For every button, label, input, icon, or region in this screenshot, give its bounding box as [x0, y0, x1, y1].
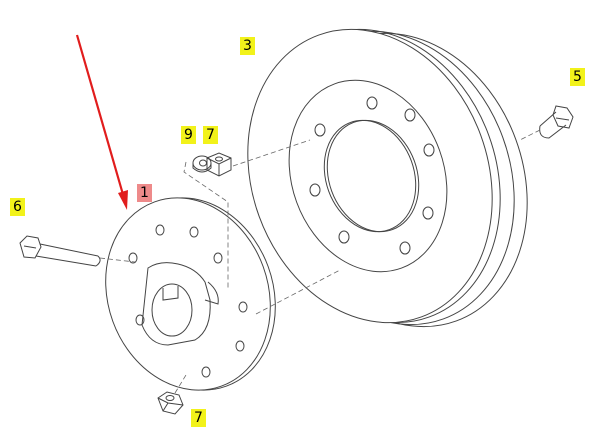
long-bolt-drawing — [19, 235, 101, 267]
pointer-arrow — [75, 34, 128, 210]
callout-part-6: 6 — [10, 198, 25, 216]
callout-part-7-lower: 7 — [191, 409, 206, 427]
nut-upper-drawing — [206, 152, 232, 177]
nut-lower-drawing — [157, 391, 184, 415]
callout-part-1: 1 — [137, 184, 152, 202]
pulley-drawing — [247, 28, 528, 328]
short-bolt-drawing — [539, 105, 574, 139]
callout-part-9: 9 — [181, 126, 196, 144]
callout-part-5: 5 — [570, 68, 585, 86]
bushing-drawing — [105, 197, 276, 391]
callout-part-3: 3 — [240, 37, 255, 55]
callout-part-7-upper: 7 — [203, 126, 218, 144]
alignment-lines — [99, 129, 541, 394]
